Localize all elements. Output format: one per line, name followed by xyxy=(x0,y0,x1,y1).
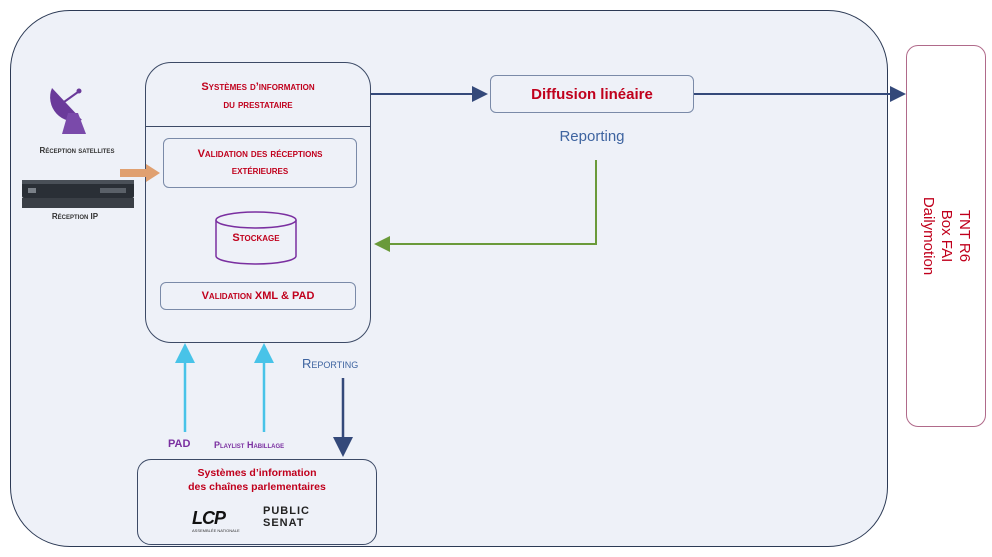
public-senat-line1: PUBLIC xyxy=(263,505,310,517)
diffusion-lineaire-label: Diffusion linéaire xyxy=(531,85,653,103)
reporting-top-label: Reporting xyxy=(559,128,625,145)
prestataire-divider xyxy=(145,126,371,127)
arrow-reporting-return xyxy=(374,160,597,252)
validation-xml-label: Validation XML & PAD xyxy=(201,290,315,302)
si-parlementaires-line2: des chaînes parlementaires xyxy=(188,481,326,493)
si-parlementaires-box xyxy=(137,459,377,545)
prestataire-title: Systèmes d’information du prestataire xyxy=(150,78,366,114)
reception-satellite-label: Réception satellites xyxy=(39,146,115,155)
diffusion-lineaire-box: Diffusion linéaire xyxy=(490,75,694,113)
playlist-habillage-label: Playlist Habillage xyxy=(214,440,285,450)
reception-input-arrow xyxy=(120,164,160,182)
satellite-dish-icon xyxy=(50,88,86,134)
ip-receiver-icon xyxy=(22,180,134,208)
si-parlementaires-line1: Systèmes d’information xyxy=(197,467,317,479)
validation-xml-box: Validation XML & PAD xyxy=(160,282,356,310)
reporting-bottom-label: Reporting xyxy=(302,356,359,371)
database-icon xyxy=(215,211,297,265)
stockage-label: Stockage xyxy=(232,232,280,244)
validation-receptions-line1: Validation des réceptions xyxy=(197,148,323,160)
public-senat-logo: PUBLIC SENAT xyxy=(263,505,310,529)
si-parlementaires-title: Systèmes d’information des chaînes parle… xyxy=(140,466,374,494)
lcp-logo: LCP xyxy=(192,508,226,528)
lcp-logo-subtitle: ASSEMBLÉE NATIONALE xyxy=(192,528,240,533)
public-senat-line2: SENAT xyxy=(263,517,305,529)
pad-label: PAD xyxy=(168,438,191,450)
destinations-box xyxy=(906,45,986,427)
prestataire-title-line1: Systèmes d’information xyxy=(201,81,315,93)
prestataire-title-line2: du prestataire xyxy=(223,99,293,111)
validation-receptions-box: Validation des réceptions extérieures xyxy=(163,138,357,188)
validation-receptions-line2: extérieures xyxy=(231,165,289,177)
reception-ip-label: Réception IP xyxy=(51,212,99,221)
